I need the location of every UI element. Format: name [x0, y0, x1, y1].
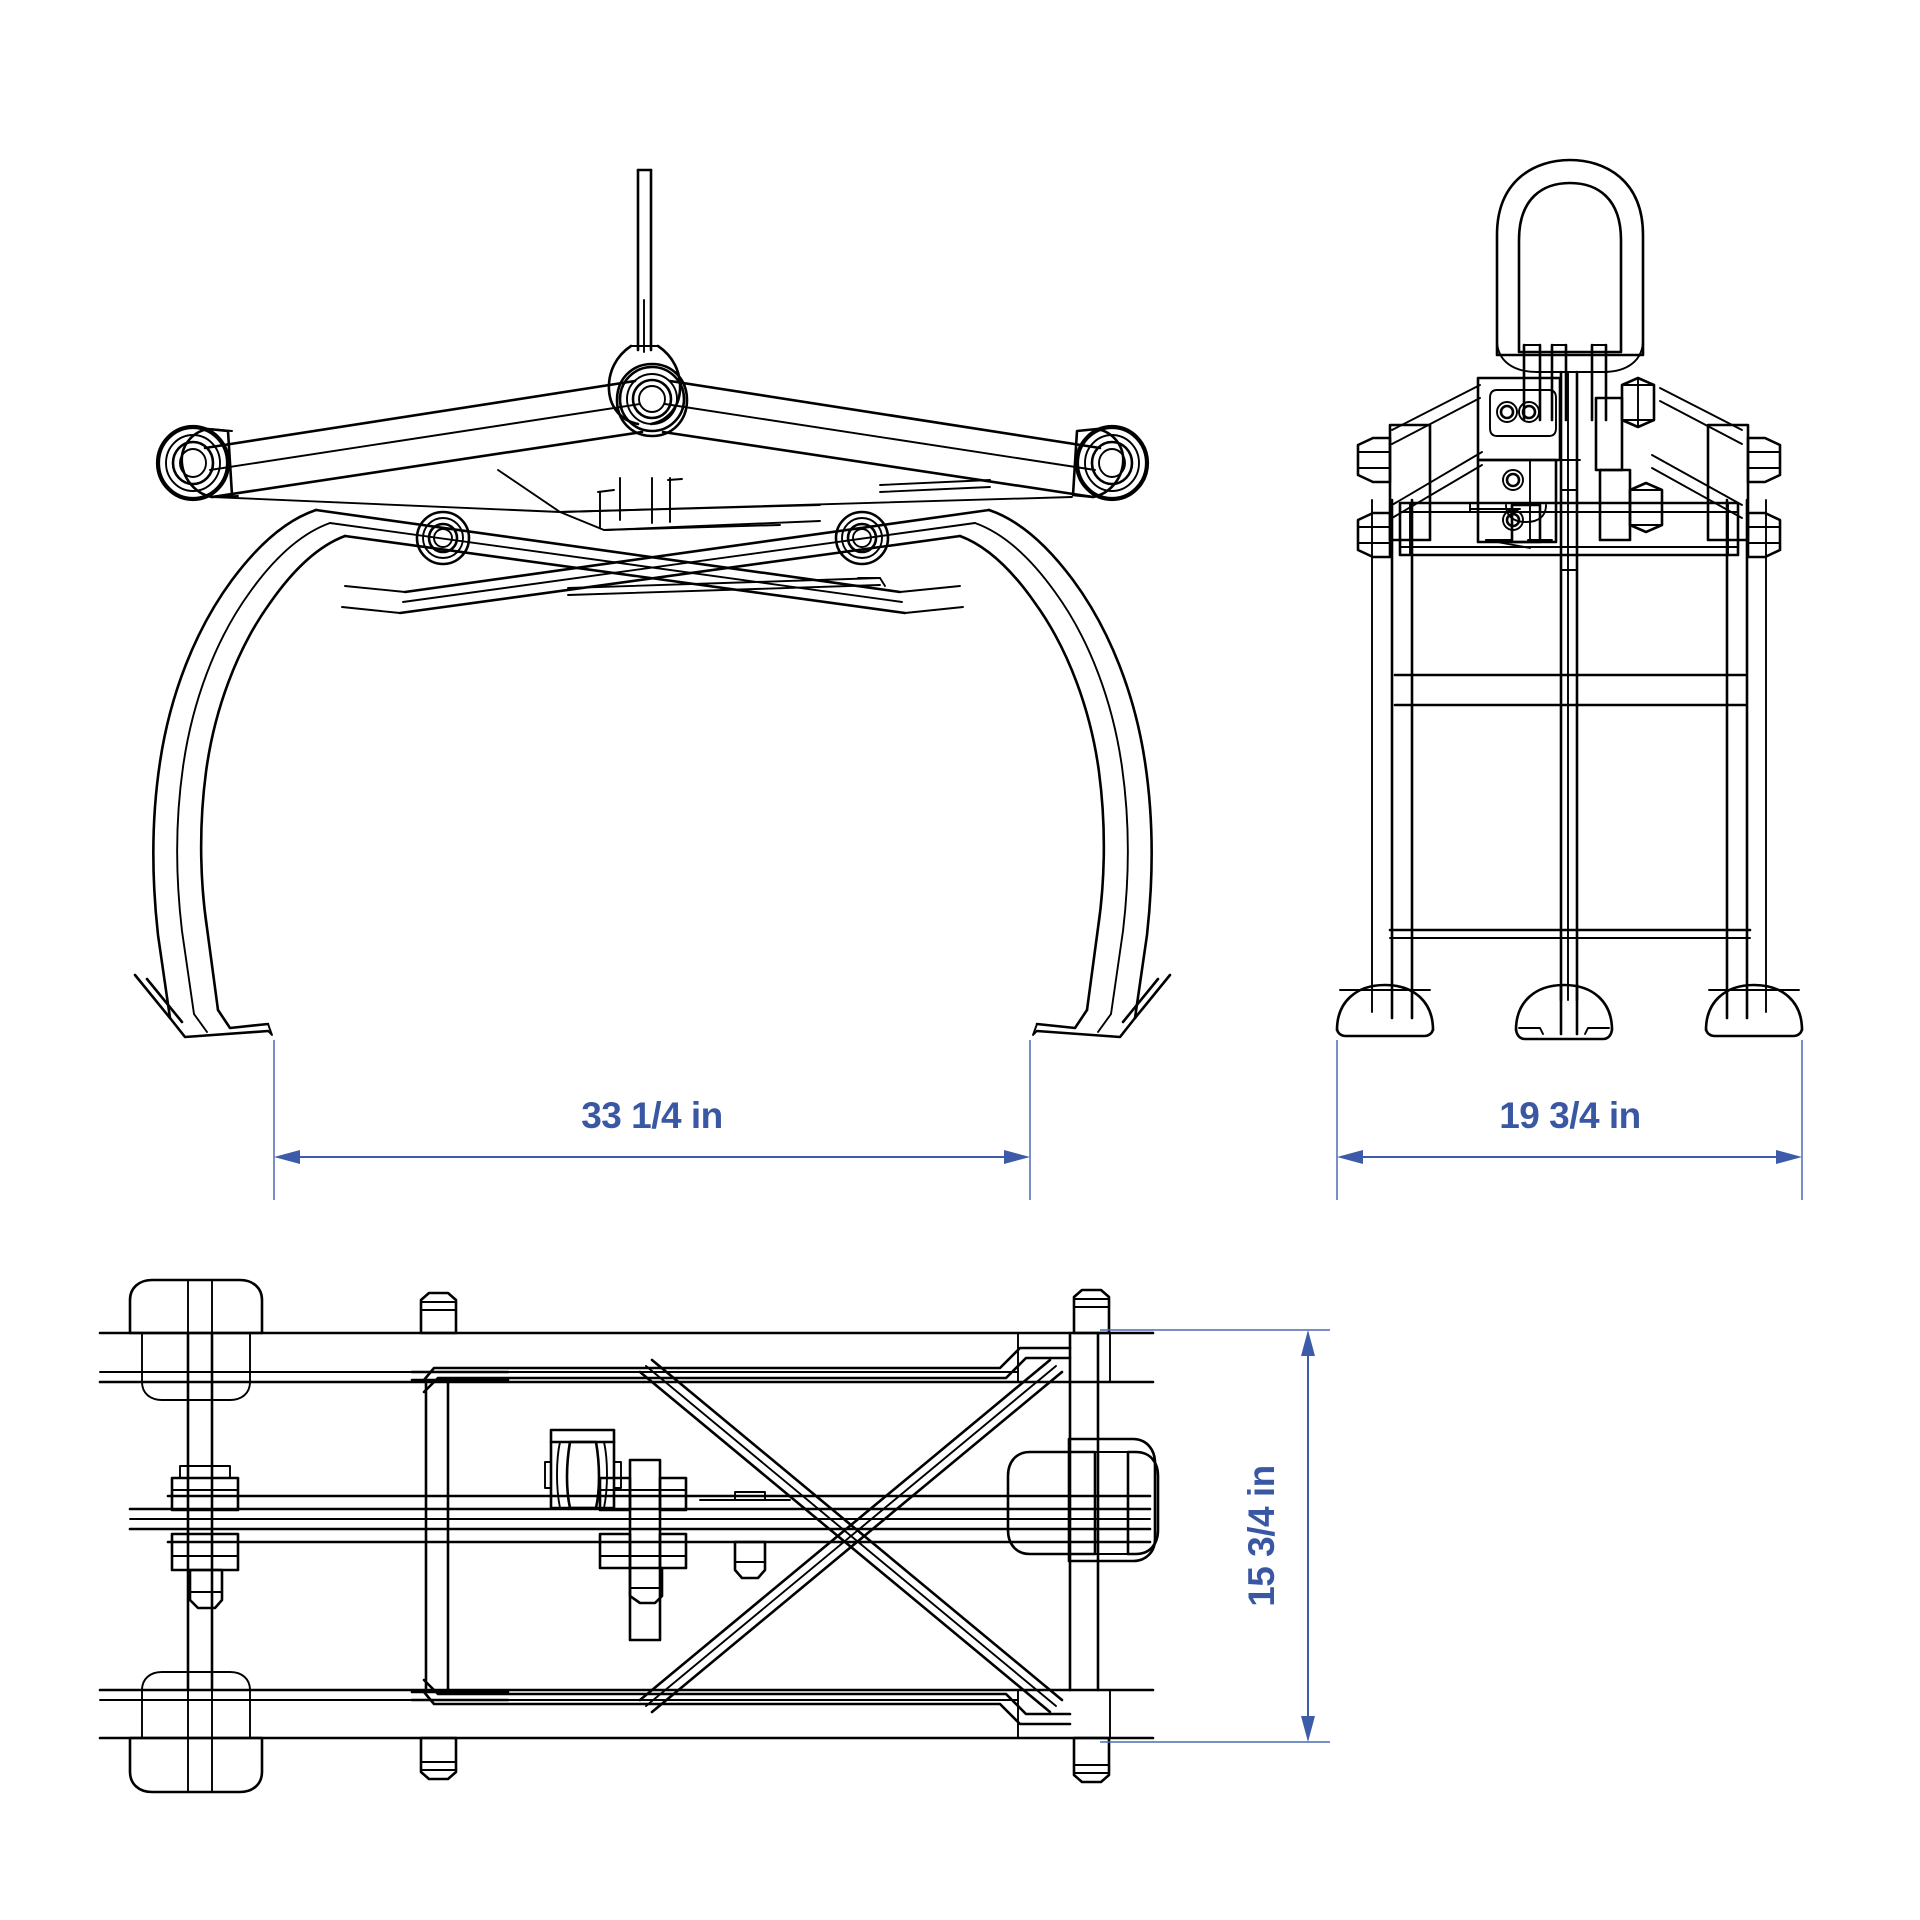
- right-post: [1068, 1331, 1100, 1692]
- grapple-arm-right: [958, 508, 1172, 1039]
- dimension-overall-length: 15 3/4 in: [1100, 1329, 1330, 1743]
- side-view: [1335, 158, 1804, 1041]
- swivel-detail: [544, 1428, 622, 1510]
- center-stem: [1559, 370, 1579, 1002]
- top-view: [98, 1278, 1160, 1794]
- hex-bolt-mid-right: [1628, 481, 1664, 534]
- jaw-tie-bar: [567, 577, 886, 596]
- right-hub: [1071, 424, 1150, 502]
- scissor-arm-lower-left: [314, 508, 964, 615]
- foot-pad-right: [1704, 983, 1804, 1038]
- left-hub: [155, 424, 239, 502]
- jaw-pivot-left: [415, 510, 471, 566]
- bottom-rail-top-view: [98, 1688, 1155, 1740]
- tab-plate-lower: [699, 1540, 791, 1580]
- center-hub-assembly: [598, 1458, 688, 1642]
- left-hub-bolts: [170, 1465, 240, 1610]
- top-rail: [98, 1331, 1155, 1384]
- dimension-overall-depth: 19 3/4 in: [1336, 1040, 1803, 1200]
- left-post: [186, 1279, 214, 1793]
- pad-top-left: [128, 1278, 264, 1401]
- grapple-arm-left: [133, 508, 347, 1039]
- adjuster-housing: [1476, 376, 1632, 544]
- tab-plate-upper: [699, 1491, 791, 1501]
- scissor-arm-upper-right: [661, 379, 1102, 499]
- hex-bolt-upper-right: [1620, 376, 1656, 429]
- x-cross-brace: [422, 1346, 1072, 1726]
- bottom-rail: [1388, 928, 1752, 939]
- foot-pad-center: [1514, 983, 1614, 1041]
- foot-pad-left: [1335, 983, 1435, 1038]
- hex-bolt-bottom-right: [1072, 1736, 1111, 1784]
- horizontal-tube: [1398, 501, 1740, 557]
- dimension-label-overall-width: 33 1/4 in: [581, 1095, 723, 1136]
- hex-bolt-top-inner: [419, 1291, 458, 1335]
- pad-bottom-left: [128, 1671, 264, 1794]
- dimension-label-overall-length: 15 3/4 in: [1241, 1465, 1282, 1607]
- hex-bolt-bottom-inner: [419, 1736, 458, 1781]
- dimension-overall-width: 33 1/4 in: [273, 1040, 1031, 1200]
- center-spine: [128, 1494, 1152, 1544]
- mid-rail: [1393, 673, 1747, 707]
- bolt-block-upper-right: [1706, 423, 1782, 559]
- bolt-block-upper-left: [1356, 423, 1432, 559]
- scissor-arm-lower-right: [341, 508, 991, 615]
- front-view: [133, 168, 1172, 1039]
- lower-yoke: [1505, 503, 1547, 544]
- dimension-label-overall-depth: 19 3/4 in: [1499, 1095, 1641, 1136]
- hex-bolt-top-right: [1072, 1288, 1111, 1335]
- center-pivot-bearing: [618, 365, 686, 433]
- uprights: [1371, 498, 1767, 1020]
- cross-spreader-plate: [211, 469, 1073, 531]
- master-link: [1495, 158, 1645, 373]
- jaw-pivot-right: [834, 510, 890, 566]
- inner-vertical-bar: [410, 1370, 510, 1702]
- scissor-arm-upper-left: [203, 379, 644, 499]
- lifting-rod: [636, 168, 653, 353]
